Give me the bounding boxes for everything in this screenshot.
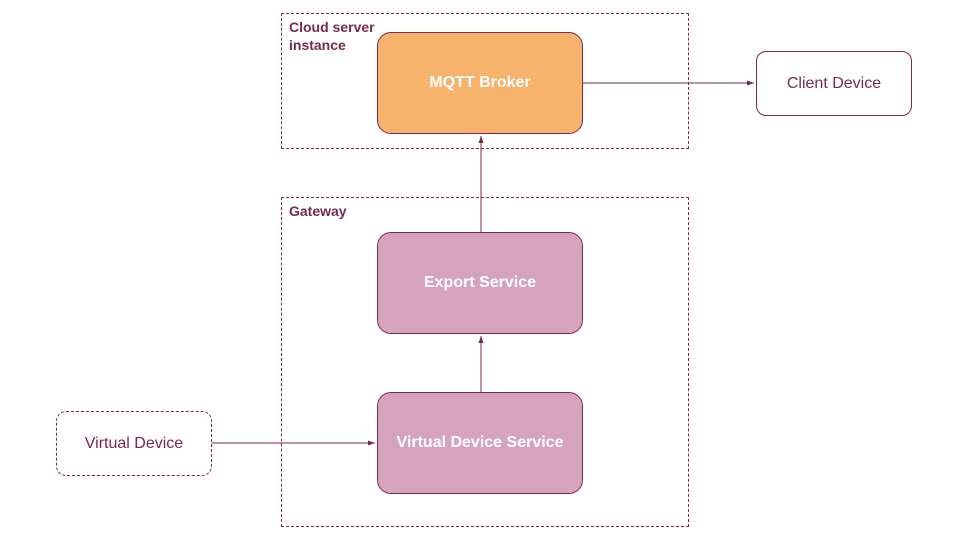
client-device-node[interactable]: Client Device xyxy=(756,51,912,116)
virtual-device-service-label: Virtual Device Service xyxy=(396,434,564,451)
cloud-server-group-label: Cloud server instance xyxy=(289,19,375,53)
export-service-label: Export Service xyxy=(423,274,537,291)
virtual-device-service-node[interactable]: Virtual Device Service xyxy=(377,392,583,494)
mqtt-broker-label: MQTT Broker xyxy=(429,74,531,91)
virtual-device-node[interactable]: Virtual Device xyxy=(56,411,212,476)
export-service-node[interactable]: Export Service xyxy=(377,232,583,334)
gateway-group: Gateway xyxy=(281,197,689,527)
client-device-label: Client Device xyxy=(786,74,882,92)
gateway-group-label: Gateway xyxy=(289,203,347,219)
cloud-server-group: Cloud server instance xyxy=(281,13,689,149)
mqtt-broker-node[interactable]: MQTT Broker xyxy=(377,32,583,134)
virtual-device-label: Virtual Device xyxy=(84,434,184,452)
